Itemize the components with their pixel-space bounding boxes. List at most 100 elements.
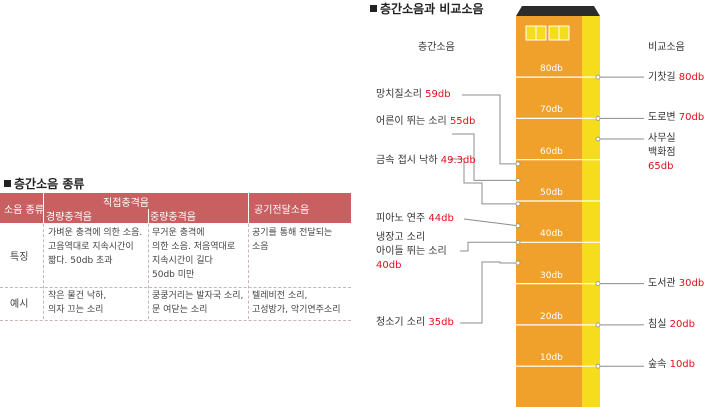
left-noise-label: 피아노 연주 44db: [376, 212, 454, 226]
label-line: 백화점: [648, 147, 676, 158]
connector-line: [460, 261, 518, 324]
scale-tick-label: 20db: [540, 311, 563, 322]
cell-line: 소음: [252, 242, 269, 252]
connector-dot: [515, 161, 521, 167]
label-line: 청소기 소리 35db: [376, 317, 454, 328]
left-column-header: 층간소음: [418, 42, 455, 53]
connector-line: [463, 218, 519, 227]
db-value: 80db: [675, 72, 705, 83]
connector-dot: [515, 239, 521, 245]
left-noise-label: 청소기 소리 35db: [376, 316, 454, 330]
right-noise-label: 침실 20db: [648, 318, 695, 332]
connector-dot: [595, 281, 601, 287]
cell-features-airborne: 공기를 통해 전달되는 소음: [252, 226, 332, 254]
header-direct-impact: 직접충격음: [103, 198, 149, 209]
left-noise-label: 어른이 뛰는 소리 55db: [376, 115, 475, 129]
cell-line: 텔레비전 소리,: [252, 291, 308, 301]
connector-dot: [515, 223, 521, 229]
cell-line: 짧다. 50db 초과: [48, 256, 113, 266]
right-column-header: 비교소음: [648, 42, 685, 53]
cell-examples-heavy: 쿵쿵거리는 발자국 소리, 문 여닫는 소리: [152, 289, 243, 317]
building-side: [582, 16, 600, 407]
grid-line: [148, 224, 149, 319]
label-line: 금속 접시 낙하 49.3db: [376, 155, 476, 166]
header-heavy-impact: 중량충격음: [150, 212, 196, 223]
header-divider: [248, 193, 249, 223]
building-roof: [516, 6, 600, 16]
label-line: 아이들 뛰는 소리: [376, 246, 447, 257]
connector-dot: [515, 260, 521, 266]
connector-line: [460, 241, 518, 252]
header-divider: [148, 209, 149, 223]
header-light-impact: 경량충격음: [46, 212, 92, 223]
label-line: 피아노 연주 44db: [376, 213, 454, 224]
cell-line: 공기를 통해 전달되는: [252, 228, 333, 238]
cell-line: 의자 끄는 소리: [48, 305, 104, 315]
cell-line: 문 여닫는 소리: [152, 305, 208, 315]
label-line: 냉장고 소리: [376, 232, 426, 243]
header-airborne: 공기전달소음: [254, 205, 310, 216]
label-line: 침실 20db: [648, 319, 696, 330]
cell-line: 고성방가, 악기연주소리: [252, 305, 341, 315]
grid-line: [0, 320, 351, 321]
cell-line: 고음역대로 지속시간이: [48, 242, 134, 252]
chart-title-text: 층간소음과 비교소음: [380, 2, 484, 16]
building-body: [516, 16, 582, 407]
label-line: 도서관 30db: [648, 278, 705, 289]
left-noise-label: 금속 접시 낙하 49.3db: [376, 154, 476, 168]
cell-examples-light: 작은 물건 낙하, 의자 끄는 소리: [48, 289, 106, 317]
header-noise-type: 소음 종류: [4, 205, 44, 216]
grid-line: [0, 287, 351, 288]
grid-line: [43, 224, 44, 319]
connector-dot: [595, 322, 601, 328]
db-value: 70db: [675, 112, 705, 123]
scale-tick-label: 80db: [540, 64, 563, 75]
scale-tick-label: 30db: [540, 270, 563, 281]
cell-line: 지속시간이 길다: [152, 256, 213, 266]
db-value: 49.3db: [437, 155, 476, 166]
scale-tick-label: 40db: [540, 229, 563, 240]
db-value: 55db: [446, 116, 476, 127]
left-noise-label: 망치질소리 59db: [376, 88, 451, 102]
connector-line: [450, 158, 518, 205]
cell-line: 의한 소음. 저음역대로: [152, 242, 236, 252]
connector-line: [462, 94, 518, 165]
header-divider: [43, 193, 44, 223]
db-value: 35db: [425, 317, 454, 328]
cell-line: 50db 미만: [152, 270, 195, 280]
grid-line: [248, 224, 249, 319]
connector-dot: [515, 177, 521, 183]
db-value: 65db: [648, 161, 674, 172]
cell-line: 작은 물건 낙하,: [48, 291, 107, 301]
cell-line: 쿵쿵거리는 발자국 소리,: [152, 291, 244, 301]
scale-tick-label: 10db: [540, 353, 563, 364]
label-line: 숲속 10db: [648, 359, 696, 370]
label-line: 어른이 뛰는 소리 55db: [376, 116, 476, 127]
db-value: 30db: [675, 278, 705, 289]
connector-dot: [595, 136, 601, 142]
scale-tick-label: 60db: [540, 146, 563, 157]
cell-features-heavy: 무거운 충격에 의한 소음. 저음역대로 지속시간이 길다 50db 미만: [152, 226, 235, 282]
square-bullet-icon: [4, 180, 11, 187]
db-value: 10db: [666, 359, 696, 370]
chart-section-title: 층간소음과 비교소음: [370, 0, 484, 17]
label-line: 도로변 70db: [648, 112, 705, 123]
connector-dot: [595, 363, 601, 369]
label-line: 망치질소리 59db: [376, 89, 451, 100]
db-value: 40db: [376, 260, 402, 271]
cell-line: 무거운 충격에: [152, 228, 205, 238]
right-noise-label: 기찻길 80db: [648, 71, 704, 85]
table-section-title: 층간소음 종류: [4, 175, 84, 192]
row-label-examples: 예시: [10, 299, 29, 310]
db-value: 44db: [425, 213, 454, 224]
cell-features-light: 가벼운 충격에 의한 소음. 고음역대로 지속시간이 짧다. 50db 초과: [48, 226, 142, 268]
row-label-features: 특징: [10, 252, 29, 263]
db-value: 20db: [666, 319, 696, 330]
scale-tick-label: 70db: [540, 105, 563, 116]
square-bullet-icon: [370, 5, 377, 12]
right-noise-label: 숲속 10db: [648, 358, 695, 372]
label-line: 사무실: [648, 133, 676, 144]
